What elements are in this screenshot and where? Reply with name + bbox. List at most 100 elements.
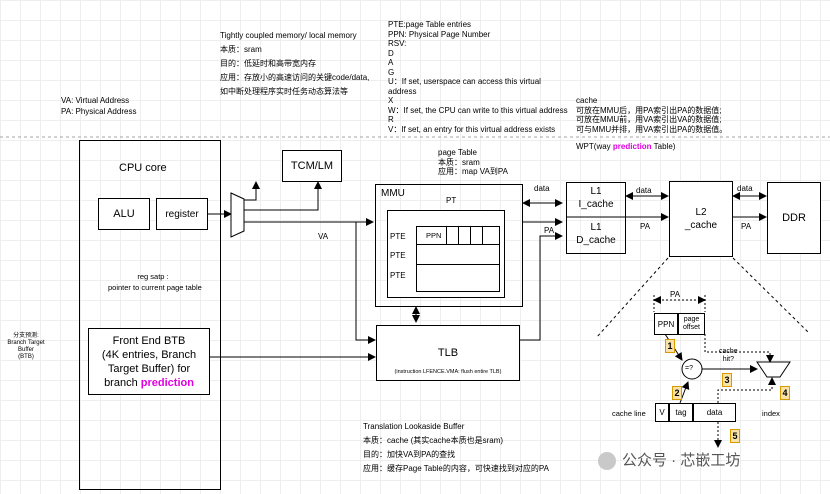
note-line: RSV:	[388, 39, 407, 48]
note-line: page Table	[438, 148, 477, 157]
page-offset-label: page offset	[683, 316, 700, 331]
step-badge-2: 2	[672, 386, 682, 400]
pte-row-label: PTE	[390, 232, 406, 241]
note-line: 应用：缓存Page Table的内容，可快速找到对应的PA	[363, 464, 549, 473]
note-line: V：If set, an entry for this virtual addr…	[388, 124, 556, 134]
ddr-label: DDR	[782, 212, 806, 224]
pte-row-label: PTE	[390, 271, 406, 280]
zoom-line-right	[732, 257, 809, 333]
pte-row-label: PTE	[390, 251, 406, 260]
wpt-highlight: prediction	[612, 142, 652, 151]
wechat-logo-icon	[598, 452, 616, 470]
page-table-note: page Table 本质：sram 应用：map VA到PA	[438, 148, 508, 177]
cache-line-label: cache line	[612, 409, 646, 418]
valid-bit-box: V	[655, 403, 669, 422]
note-line: PTE:page Table entries	[388, 20, 472, 29]
tcm-note: Tightly coupled memory/ local memory 本质：…	[220, 29, 369, 99]
page-offset-box: page offset	[678, 313, 705, 335]
note-line: A	[388, 58, 394, 67]
note-line: address	[388, 86, 417, 96]
l1-cache-box	[566, 182, 626, 254]
cache-note: cache 可放在MMU后，用PA索引出PA的数据值; 可放在MMU前，用VA索…	[576, 96, 727, 134]
alu-label: ALU	[113, 208, 135, 220]
ppn-field-label: PPN	[426, 231, 442, 240]
wpt-prefix: WPT(way	[576, 142, 613, 151]
note-line: VA: Virtual Address	[61, 96, 130, 105]
tag-comparator-circle	[681, 358, 703, 380]
wire-mux-tcm-return	[244, 181, 322, 211]
note-line: 本质：sram	[438, 157, 480, 167]
note-line: W：If set, the CPU can write to this virt…	[388, 105, 568, 115]
note-line: G	[388, 67, 395, 77]
l2-cache-box: L2 _cache	[669, 181, 733, 257]
hit-mux-shape	[756, 361, 791, 378]
data-label-mmu-l1: data	[534, 184, 550, 193]
btb-prefix: branch	[104, 376, 141, 389]
cpu-core-box	[79, 140, 221, 490]
note-line: X	[388, 96, 394, 105]
note-line: D	[388, 48, 394, 58]
alu-box: ALU	[98, 198, 150, 230]
register-label: register	[165, 208, 199, 220]
note-line: 目的：加快VA到PA的查找	[363, 450, 456, 459]
address-ppn-label: PPN	[657, 319, 675, 329]
step-badge-4: 4	[780, 386, 790, 400]
mmu-box	[375, 184, 523, 307]
note-line: pointer to current page table	[108, 282, 202, 292]
wire-tlb-pa-l1	[520, 232, 563, 341]
watermark-text: 公众号 · 芯嵌工坊	[622, 452, 741, 469]
cache-hit-label: cache hit?	[719, 348, 738, 363]
tag-box: tag	[669, 403, 693, 422]
tcm-box: TCM/LM	[282, 150, 342, 182]
note-line: 目的：低延时和高带宽内存	[220, 59, 316, 68]
step-badge-5: 5	[730, 429, 740, 443]
note-line: R	[388, 115, 394, 124]
note-line: U：If set, userspace can access this virt…	[388, 77, 541, 86]
wire-mux-tcm	[244, 181, 260, 201]
l2-cache-label: L2 _cache	[684, 207, 718, 231]
data-label: data	[706, 408, 723, 417]
tlb-box	[376, 325, 520, 381]
tcm-label: TCM/LM	[290, 160, 334, 172]
note-line: 可放在MMU前，用VA索引出VA的数据值;	[576, 115, 722, 124]
l1-icache-label: L1 I_cache	[578, 186, 614, 210]
note-line: 本质：cache (其实cache本质也是sram)	[363, 436, 504, 445]
note-line: 本质：sram	[220, 45, 262, 54]
btb-line: branch prediction	[104, 376, 194, 390]
step-badge-1: 1	[665, 339, 675, 353]
btb-line: (4K entries, Branch	[101, 348, 197, 361]
address-mux-shape	[230, 192, 245, 238]
note-line: 应用：map VA到PA	[438, 167, 508, 176]
va-label: VA	[318, 232, 329, 241]
note-line: (BTB)	[18, 354, 34, 360]
note-line: PPN: Physical Page Number	[388, 29, 491, 39]
note-line: 分支预测:	[13, 333, 39, 339]
compare-label: =?	[685, 365, 693, 372]
note-line: 可放在MMU后，用PA索引出PA的数据值;	[576, 105, 722, 115]
note-line: 可与MMU并排，用VA索引出PA的数据值。	[576, 124, 728, 134]
reg-satp-note: reg satp : pointer to current page table	[108, 272, 202, 293]
wpt-note: WPT(way prediction Table)	[576, 142, 675, 153]
tlb-subtitle: (instruction LFENCE.VMA: flush entire TL…	[394, 369, 502, 375]
btb-side-note: 分支预测: Branch Target Buffer (BTB)	[0, 333, 52, 361]
note-line: reg satp :	[137, 272, 169, 281]
address-ppn-box: PPN	[654, 313, 678, 335]
pa-label-mmu-l1: PA	[544, 226, 555, 235]
mmu-title: MMU	[381, 188, 405, 199]
tag-label: tag	[675, 408, 687, 417]
data-label-l2-ddr: data	[737, 184, 753, 193]
data-box: data	[693, 403, 736, 422]
register-box: register	[156, 198, 208, 230]
pa-label-l1-l2: PA	[640, 222, 651, 231]
wpt-suffix: Table)	[651, 142, 676, 151]
note-line: Branch Target Buffer	[7, 340, 45, 353]
cpu-core-title: CPU core	[119, 162, 167, 174]
wire-va-tlb	[355, 222, 376, 344]
btb-line: Front End BTB	[112, 334, 186, 347]
note-line: Translation Lookaside Buffer	[363, 422, 465, 431]
btb-highlight: prediction	[140, 376, 194, 389]
note-line: 如中断处理程序实时任务动态算法等	[220, 87, 348, 96]
ddr-box: DDR	[767, 182, 821, 254]
btb-line: Target Buffer) for	[107, 362, 191, 375]
